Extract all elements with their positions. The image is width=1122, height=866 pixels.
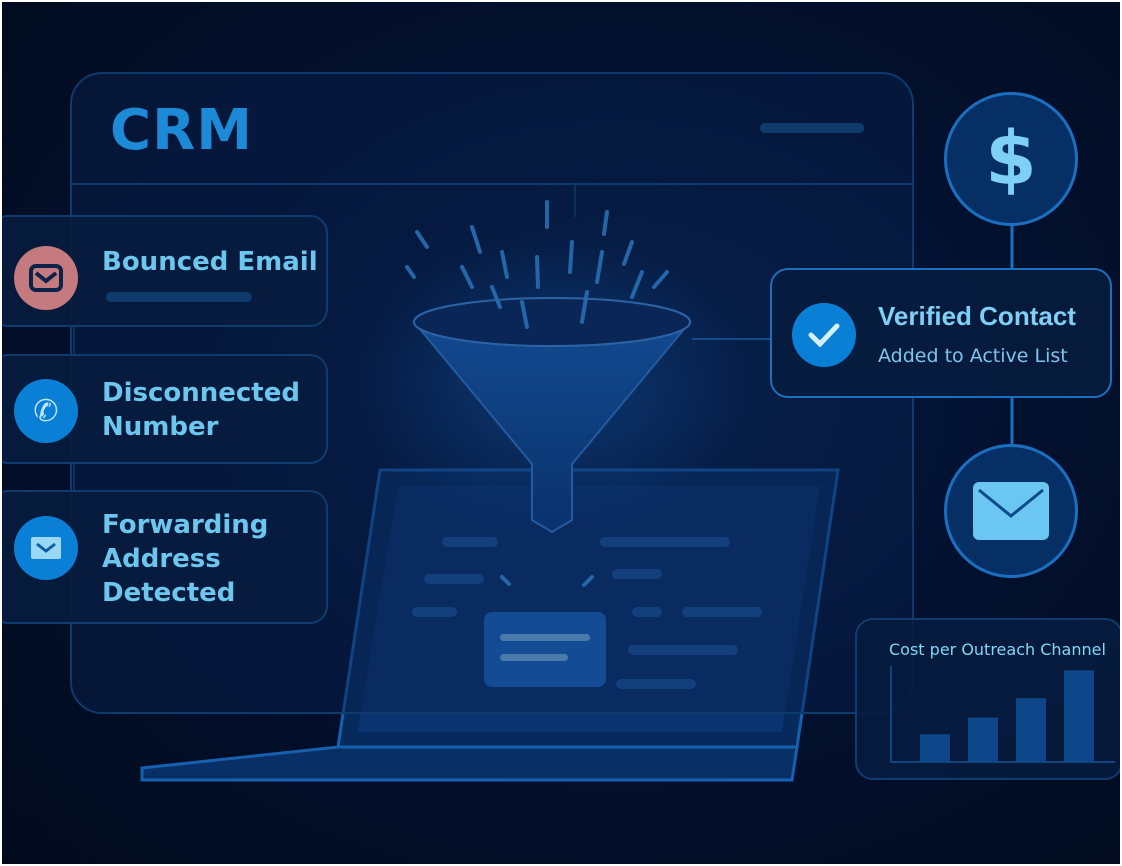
chart-bar [920, 734, 950, 762]
envelope-icon [14, 246, 78, 310]
cost-chart-card: Cost per Outreach Channel [855, 618, 1120, 780]
phone-icon: ✆ [14, 379, 78, 443]
checkmark-icon [792, 303, 856, 367]
crm-header-divider [70, 183, 914, 185]
issue-card-disconnected-number[interactable]: ✆ Disconnected Number [2, 354, 328, 464]
issue-label: Bounced Email [102, 247, 318, 277]
issue-label: Forwarding Address Detected [102, 510, 269, 608]
envelope-icon [14, 516, 78, 580]
header-placeholder-bar [760, 123, 864, 133]
bar-chart [890, 666, 1115, 763]
verified-subtitle: Added to Active List [878, 345, 1068, 367]
verified-contact-card[interactable]: Verified Contact Added to Active List [770, 268, 1112, 398]
issue-card-forwarding-address[interactable]: Forwarding Address Detected [2, 490, 328, 624]
screen-lines [412, 537, 762, 689]
crm-title: CRM [110, 98, 253, 163]
issue-label: Disconnected Number [102, 378, 300, 442]
verified-title: Verified Contact [878, 301, 1076, 331]
chart-bar [968, 717, 998, 762]
envelope-icon [944, 444, 1078, 578]
issue-card-bounced-email[interactable]: Bounced Email [2, 215, 328, 327]
placeholder-bar [106, 292, 252, 302]
chart-bar [1064, 670, 1094, 762]
dollar-icon: $ [944, 92, 1078, 226]
chart-title: Cost per Outreach Channel [889, 640, 1106, 659]
sparks [405, 200, 669, 587]
chart-bar [1016, 698, 1046, 762]
